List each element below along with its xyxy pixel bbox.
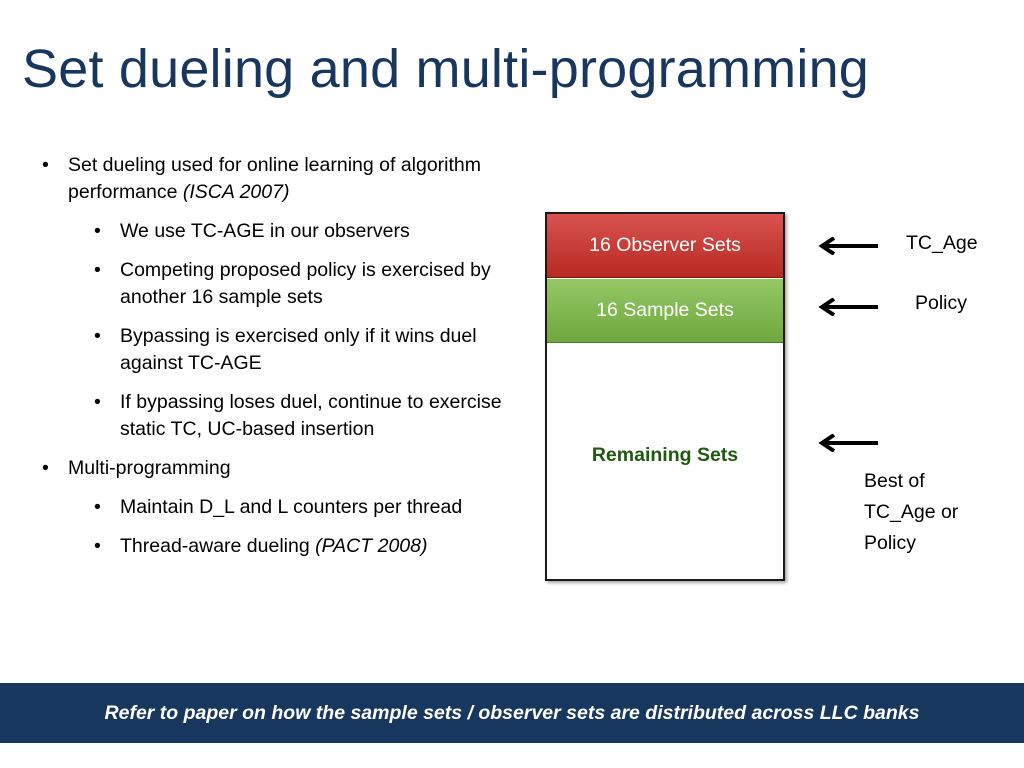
bullet-dot: • xyxy=(94,259,101,281)
bullet-text: Set dueling used for online learning of … xyxy=(68,154,482,203)
bullet-text: Multi-programming xyxy=(68,457,231,479)
sub-bullet: • If bypassing loses duel, continue to e… xyxy=(40,389,540,443)
bullet-text: Maintain D_L and L counters per thread xyxy=(120,496,463,518)
bullet-dot: • xyxy=(42,154,49,176)
remaining-sets-label: Remaining Sets xyxy=(591,444,739,466)
best-of-label-line1: Best of xyxy=(864,470,925,492)
citation: (PACT 2008) xyxy=(315,535,428,557)
bullet-text: Competing proposed policy is exercised b… xyxy=(120,259,491,308)
bullet-dot: • xyxy=(42,457,49,479)
bullet-dot: • xyxy=(94,535,101,557)
footer-banner: Refer to paper on how the sample sets / … xyxy=(0,683,1024,743)
best-of-label-line2: TC_Age or xyxy=(864,501,959,523)
sub-bullet: • Thread-aware dueling (PACT 2008) xyxy=(40,533,540,560)
citation: (ISCA 2007) xyxy=(182,181,290,203)
observer-sets-block: 16 Observer Sets xyxy=(547,214,783,278)
sub-bullet: • Competing proposed policy is exercised… xyxy=(40,257,540,311)
bullet-dot: • xyxy=(94,220,101,242)
best-of-label-line3: Policy xyxy=(864,532,917,554)
tc-age-label: TC_Age xyxy=(906,232,978,254)
sub-bullet: • Bypassing is exercised only if it wins… xyxy=(40,323,540,377)
sub-bullet: • We use TC-AGE in our observers xyxy=(40,218,540,245)
policy-label: Policy xyxy=(915,292,968,314)
bullet-text: We use TC-AGE in our observers xyxy=(120,220,410,242)
left-arrow-icon xyxy=(818,434,878,452)
left-arrow-icon xyxy=(818,298,878,316)
bullet-list: • Set dueling used for online learning o… xyxy=(40,152,540,572)
bullet-dot: • xyxy=(94,391,101,413)
sample-sets-block: 16 Sample Sets xyxy=(547,279,783,343)
bullet-text: Bypassing is exercised only if it wins d… xyxy=(120,325,477,374)
bullet-dot: • xyxy=(94,325,101,347)
bullet-text: If bypassing loses duel, continue to exe… xyxy=(120,391,502,440)
bullet-dot: • xyxy=(94,496,101,518)
bullet-multi-programming: • Multi-programming xyxy=(40,455,540,482)
slide-title: Set dueling and multi-programming xyxy=(22,39,870,99)
bullet-text: Thread-aware dueling xyxy=(120,535,310,557)
sub-bullet: • Maintain D_L and L counters per thread xyxy=(40,494,540,521)
footer-note: Refer to paper on how the sample sets / … xyxy=(104,702,920,724)
bullet-set-dueling: • Set dueling used for online learning o… xyxy=(40,152,540,206)
cache-sets-diagram: 16 Observer Sets 16 Sample Sets Remainin… xyxy=(545,212,785,581)
left-arrow-icon xyxy=(818,237,878,255)
